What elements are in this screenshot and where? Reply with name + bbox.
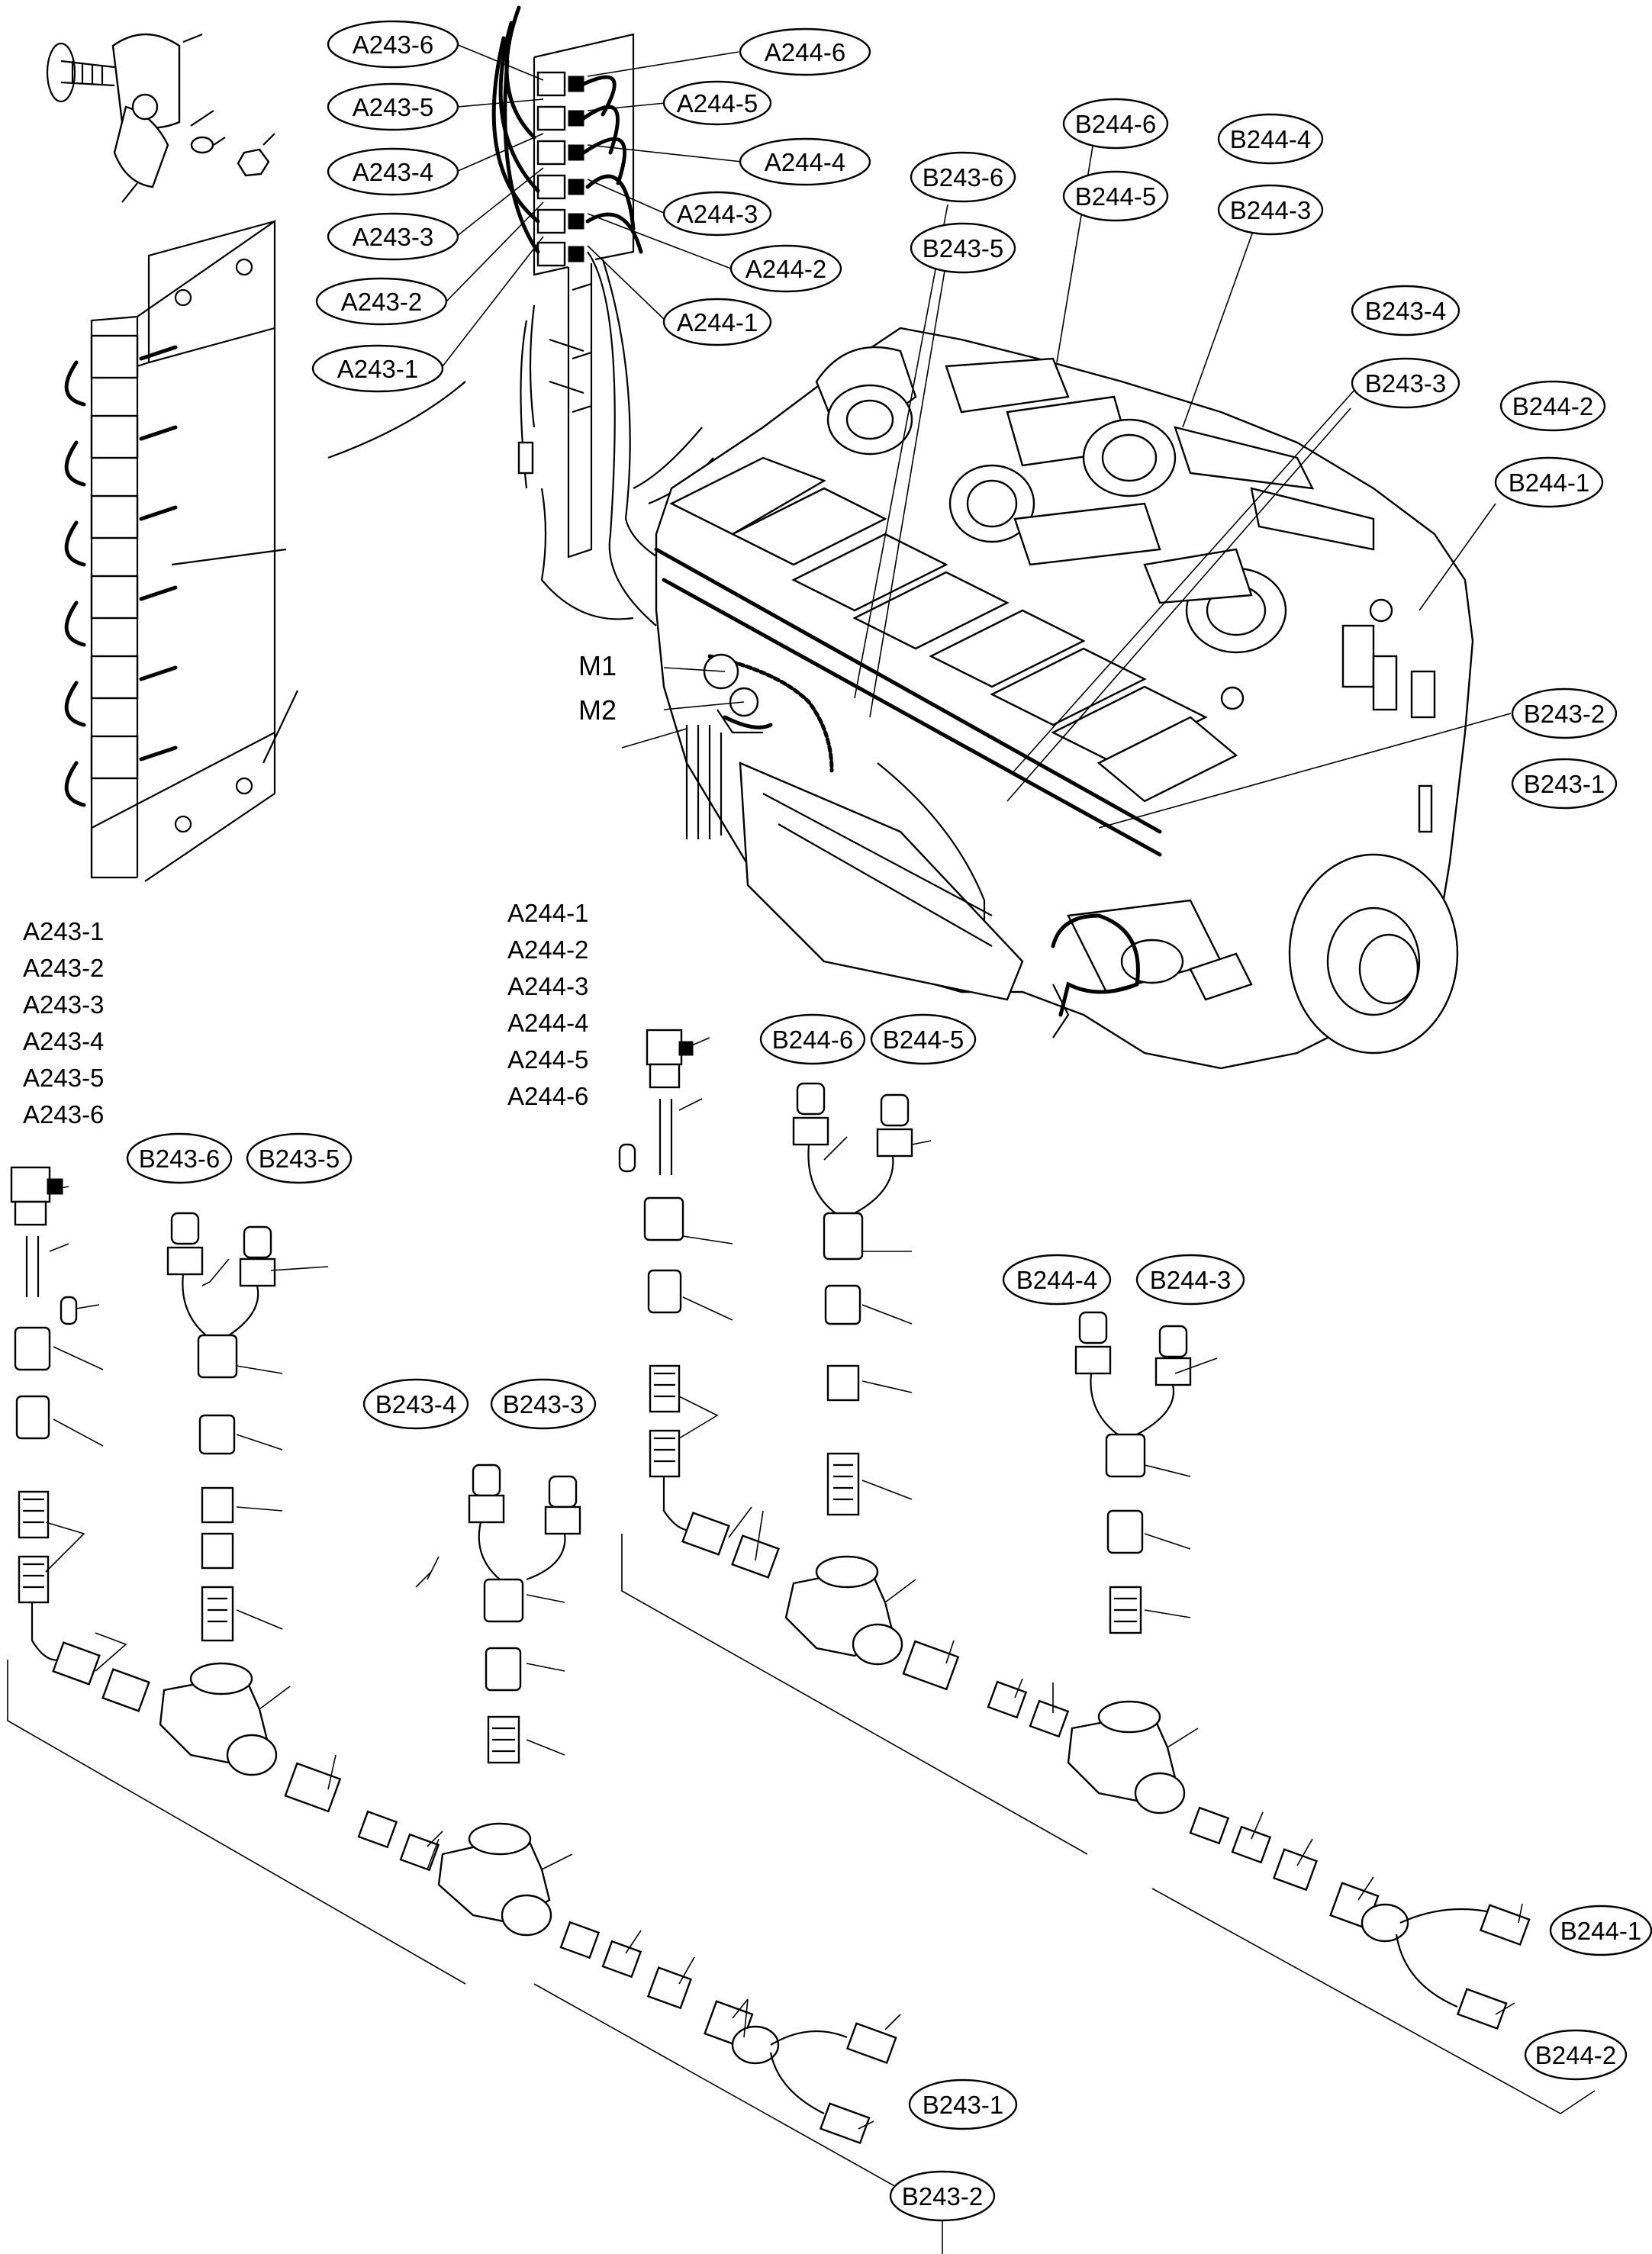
list-item: A244-5 xyxy=(507,1045,588,1074)
callout-b244-5: B244-5 xyxy=(1075,182,1156,211)
list-item: A243-4 xyxy=(23,1027,104,1055)
top-callouts: A243-6 A243-5 A243-4 A243-3 A243-2 A243-… xyxy=(311,20,871,393)
callout-m1: M1 xyxy=(578,650,617,681)
strip-connectors xyxy=(536,71,584,267)
callout-m2: M2 xyxy=(578,694,617,726)
callout-b243-6: B243-6 xyxy=(139,1145,220,1173)
callout-b244-4: B244-4 xyxy=(1016,1266,1097,1294)
connector-list-mid: A244-1 A244-2 A244-3 A244-4 A244-5 A244-… xyxy=(507,899,588,1110)
list-item: A244-2 xyxy=(507,935,588,964)
callout-b243-4: B243-4 xyxy=(375,1390,456,1418)
junction-strip xyxy=(491,5,714,626)
callout-a243-5: A243-5 xyxy=(353,93,433,121)
callout-a244-5: A244-5 xyxy=(677,89,758,118)
callout-b244-6: B244-6 xyxy=(1075,110,1156,138)
callout-a244-2: A244-2 xyxy=(745,255,826,283)
list-item: A244-4 xyxy=(507,1009,588,1037)
callout-a244-4: A244-4 xyxy=(765,148,845,176)
callout-b244-5: B244-5 xyxy=(883,1026,964,1054)
engine-callouts: B244-6 B244-4 B243-6 B244-5 B244-3 B243-… xyxy=(578,98,1618,810)
harness-b243-callouts: B243-6 B243-5 B243-4 B243-3 B243-1 B243-… xyxy=(126,1132,1018,2222)
callout-b243-2: B243-2 xyxy=(1524,700,1605,728)
list-item: A243-3 xyxy=(23,990,104,1019)
callout-b243-2: B243-2 xyxy=(902,2182,983,2211)
engine-assembly xyxy=(654,327,1474,1070)
harness-b244-callouts: B244-6 B244-5 B244-4 B244-3 B244-1 B244-… xyxy=(759,1013,1652,2081)
callout-b244-1: B244-1 xyxy=(1509,469,1589,497)
callout-b244-6: B244-6 xyxy=(772,1026,853,1054)
list-item: A244-3 xyxy=(507,972,588,1000)
callout-b244-1: B244-1 xyxy=(1560,1917,1641,1945)
clamp-hardware-detail xyxy=(46,33,275,203)
callout-a244-1: A244-1 xyxy=(677,308,758,336)
callout-b244-3: B244-3 xyxy=(1150,1266,1231,1294)
harness-b244 xyxy=(618,1029,1596,2114)
callout-a243-1: A243-1 xyxy=(337,355,418,383)
callout-a243-6: A243-6 xyxy=(353,31,433,59)
list-item: A244-6 xyxy=(507,1082,588,1110)
callout-a243-4: A243-4 xyxy=(353,158,433,186)
bracket-connectors xyxy=(64,334,178,807)
engine-callout-leaders xyxy=(621,146,1512,829)
callout-b243-3: B243-3 xyxy=(1365,369,1446,398)
callout-b243-5: B243-5 xyxy=(259,1145,340,1173)
harness-b243 xyxy=(7,1166,943,2254)
callout-a244-3: A244-3 xyxy=(677,200,758,228)
top-callout-leaders xyxy=(442,43,742,367)
callout-b244-2: B244-2 xyxy=(1535,2041,1616,2069)
callout-a243-3: A243-3 xyxy=(353,223,433,251)
callout-b243-3: B243-3 xyxy=(503,1390,584,1418)
callout-b244-4: B244-4 xyxy=(1230,125,1311,153)
callout-a244-6: A244-6 xyxy=(765,38,845,66)
callout-b243-4: B243-4 xyxy=(1365,297,1446,325)
callout-b243-5: B243-5 xyxy=(923,234,1003,262)
callout-b244-3: B244-3 xyxy=(1230,196,1311,224)
connector-list-left: A243-1 A243-2 A243-3 A243-4 A243-5 A243-… xyxy=(23,917,104,1129)
list-item: A243-2 xyxy=(23,954,104,982)
list-item: A243-5 xyxy=(23,1064,104,1092)
callout-b243-1: B243-1 xyxy=(923,2091,1003,2119)
callout-b243-6: B243-6 xyxy=(923,163,1003,192)
connector-bracket xyxy=(64,219,466,882)
callout-b244-2: B244-2 xyxy=(1512,392,1593,420)
list-item: A243-6 xyxy=(23,1100,104,1129)
list-item: A244-1 xyxy=(507,899,588,927)
callout-a243-2: A243-2 xyxy=(341,288,422,316)
list-item: A243-1 xyxy=(23,917,104,945)
callout-b243-1: B243-1 xyxy=(1524,770,1605,798)
